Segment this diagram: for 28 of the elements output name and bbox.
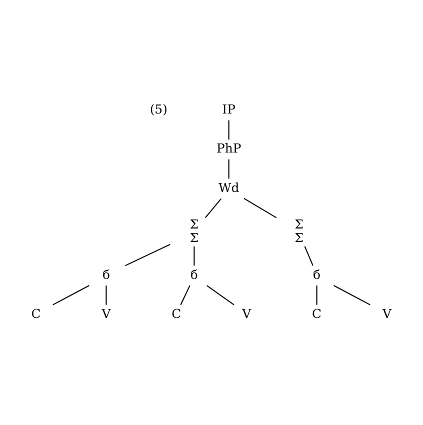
connector — [228, 159, 230, 179]
node-text: V — [242, 306, 252, 321]
node-text: Σ Σ — [190, 216, 199, 245]
node-text: б — [190, 266, 198, 282]
connector — [180, 285, 190, 306]
connector — [124, 244, 170, 266]
connector — [194, 246, 195, 266]
connector — [228, 120, 230, 140]
label: (5) — [150, 102, 168, 117]
node-text: C — [172, 306, 182, 321]
node-text: C — [31, 306, 41, 321]
node-text: Wd — [218, 180, 240, 195]
connector — [316, 286, 318, 305]
node-text: V — [102, 306, 111, 321]
node-text: Σ Σ — [294, 216, 304, 245]
connector — [106, 286, 107, 305]
connector — [244, 198, 277, 218]
connector — [206, 285, 234, 306]
connector — [52, 285, 90, 306]
connector — [204, 198, 222, 218]
node-text: б — [313, 266, 321, 282]
node-text: V — [382, 306, 392, 321]
node-text: б — [102, 266, 110, 282]
node-text: C — [312, 306, 322, 321]
connector — [334, 285, 370, 306]
node-text: PhP — [216, 140, 242, 156]
connector — [304, 246, 314, 266]
node-text: IP — [222, 102, 236, 117]
